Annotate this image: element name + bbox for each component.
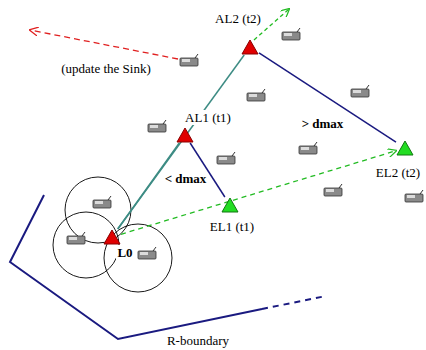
distance-label: > dmax [301, 116, 345, 131]
sensor-mote [299, 142, 317, 154]
anchor-triangle-shape [397, 141, 413, 155]
anchor-node: EL2 (t2) [396, 140, 414, 156]
link-line [259, 53, 396, 142]
sensor-mote [351, 85, 369, 97]
anchor-triangle-shape [242, 40, 258, 54]
sensor-mote [180, 54, 198, 66]
link-line [121, 151, 396, 235]
sensor-mote [405, 190, 423, 202]
sensor-mote [282, 28, 300, 40]
region-boundary [10, 195, 326, 339]
coverage-circle [53, 212, 119, 278]
anchor-label: AL2 (t2) [214, 11, 262, 26]
anchor-label: EL2 (t2) [375, 165, 421, 180]
sensor-mote [67, 232, 85, 244]
coverage-circles [53, 177, 172, 292]
note-label: (update the Sink) [60, 61, 152, 76]
anchor-triangle [241, 39, 259, 55]
anchor-node: EL1 (t1) [221, 197, 239, 213]
anchor-label: L0 [116, 245, 133, 260]
boundary-line [10, 195, 262, 339]
anchor-triangle-shape [177, 128, 193, 142]
sensor-mote [148, 120, 166, 132]
anchor-triangle [176, 127, 194, 143]
anchor-triangle [221, 197, 239, 213]
anchor-label: AL1 (t1) [184, 110, 232, 125]
coverage-circle [104, 224, 172, 292]
sink-update-arrow [30, 30, 178, 59]
anchor-node: AL2 (t2) [241, 39, 259, 55]
sensor-mote [93, 196, 111, 208]
anchor-node: AL1 (t1) [176, 127, 194, 143]
distance-label: < dmax [164, 171, 208, 186]
sensor-mote [324, 184, 342, 196]
sensor-mote [138, 247, 156, 259]
sensor-mote [247, 89, 265, 101]
anchor-triangle-shape [104, 230, 120, 244]
anchor-triangle [396, 140, 414, 156]
coverage-circle [65, 177, 131, 243]
anchor-triangle-shape [222, 198, 238, 212]
anchor-label: EL1 (t1) [209, 219, 255, 234]
anchor-node: L0 [103, 229, 121, 245]
boundary-line [262, 296, 326, 309]
anchor-triangle [103, 229, 121, 245]
link-line [118, 143, 180, 229]
sensor-mote [217, 152, 235, 164]
note-label: R-boundary [166, 333, 230, 348]
